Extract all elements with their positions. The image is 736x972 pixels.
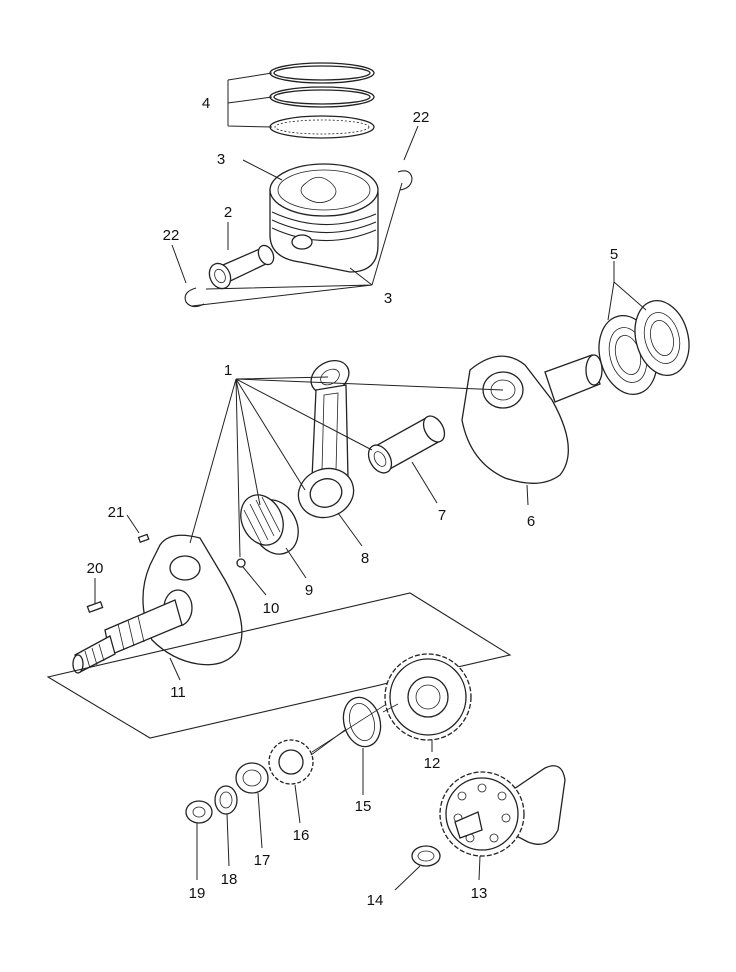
- shim-14: [411, 845, 441, 867]
- callout-21: 21: [108, 504, 125, 521]
- callout-22-right: 22: [413, 109, 430, 126]
- callout-9: 9: [305, 582, 313, 599]
- callout-22-left: 22: [163, 227, 180, 244]
- crank-pin: [367, 415, 446, 474]
- assembly-plane: [46, 592, 512, 739]
- bearings: [598, 300, 690, 395]
- callout-12: 12: [424, 755, 441, 772]
- callout-15: 15: [355, 798, 372, 815]
- circlips: [184, 170, 413, 308]
- piston-pin: [208, 244, 275, 290]
- callout-17: 17: [254, 852, 271, 869]
- piston: [269, 163, 379, 273]
- crankshaft-left: [72, 534, 243, 674]
- shim-15: [342, 696, 382, 748]
- sprocket-16: [268, 739, 314, 785]
- callout-4: 4: [202, 95, 210, 112]
- key-21: [137, 533, 150, 544]
- callout-11: 11: [170, 684, 186, 701]
- balancer-gear: [439, 765, 566, 857]
- callout-1: 1: [224, 362, 232, 379]
- needle-bearing: [240, 494, 299, 555]
- callout-3-assembly: 3: [384, 290, 392, 307]
- primary-gear: [384, 653, 472, 741]
- callout-14: 14: [367, 892, 384, 909]
- callout-8: 8: [361, 550, 369, 567]
- washer-10: [236, 558, 246, 568]
- piston-rings: [269, 62, 375, 139]
- callout-19: 19: [189, 885, 206, 902]
- nut-19: [185, 800, 213, 824]
- key-20: [86, 600, 104, 614]
- callout-16: 16: [293, 827, 310, 844]
- callout-10: 10: [263, 600, 280, 617]
- leader-lines: [94, 72, 647, 891]
- callout-6: 6: [527, 513, 535, 530]
- callout-labels: 1 2 3 3 4 5 6 7 8 9 10 11 12 13 14 15 16…: [87, 95, 619, 909]
- nut-17: [235, 762, 269, 794]
- callout-13: 13: [471, 885, 488, 902]
- callout-7: 7: [438, 507, 446, 524]
- callout-2: 2: [224, 204, 232, 221]
- crankshaft-right: [461, 354, 603, 484]
- callout-3-piston: 3: [217, 151, 225, 168]
- connecting-rod: [297, 359, 355, 519]
- callout-5: 5: [610, 246, 618, 263]
- callout-18: 18: [221, 871, 238, 888]
- callout-20: 20: [87, 560, 104, 577]
- washer-18: [214, 785, 238, 815]
